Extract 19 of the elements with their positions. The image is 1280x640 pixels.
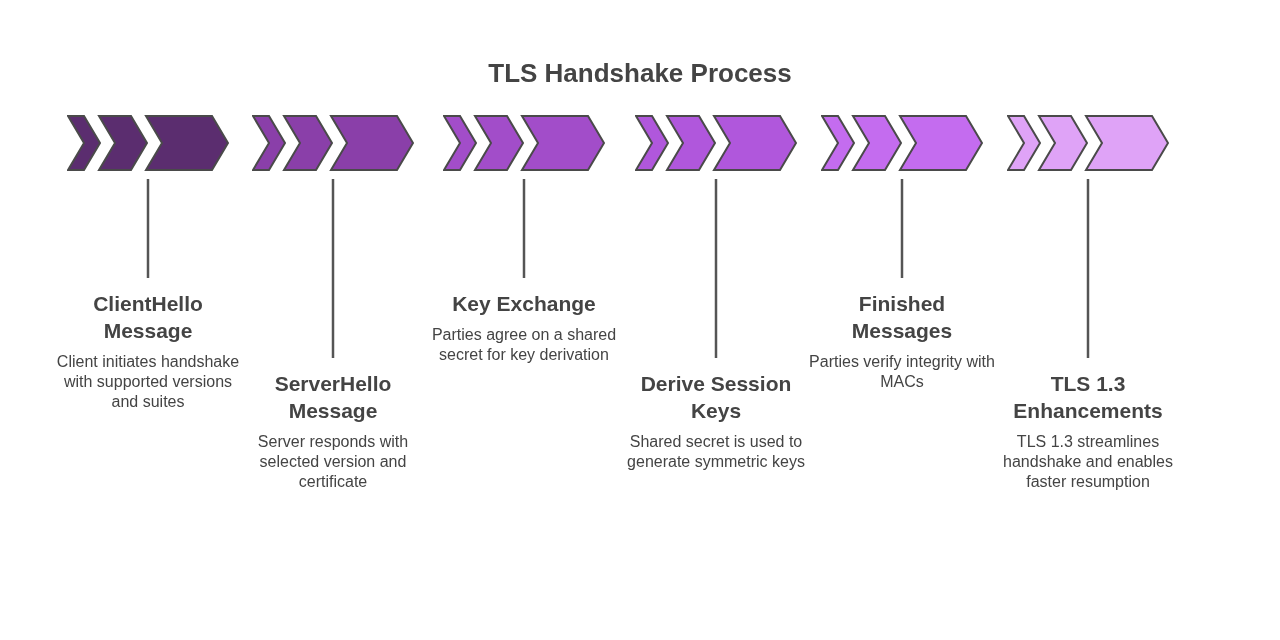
connector-line (331, 179, 335, 358)
connector-line (522, 179, 526, 278)
step-description: Client initiates handshake with supported versions and suites (55, 352, 241, 412)
step-heading: Finished Messages (850, 291, 954, 344)
connector-line (900, 179, 904, 278)
step-heading: TLS 1.3 Enhancements (1012, 371, 1164, 424)
connector-line (146, 179, 150, 278)
step-description: Server responds with selected version and certificate (256, 432, 410, 492)
step-description: Parties verify integrity with MACs (808, 352, 996, 392)
step-description: TLS 1.3 streamlines handshake and enables faster resumption (1002, 432, 1174, 492)
step-heading: Derive Session Keys (639, 371, 793, 424)
step-heading: ClientHello Message (92, 291, 204, 344)
step-heading: ServerHello Message (273, 371, 393, 424)
step-description: Shared secret is used to generate symmetric keys (626, 432, 806, 472)
step-description: Parties agree on a shared secret for key derivation (430, 325, 618, 365)
step-heading: Key Exchange (451, 291, 597, 317)
title: TLS Handshake Process (487, 58, 793, 89)
connector-line (1086, 179, 1090, 358)
connector-line (714, 179, 718, 358)
